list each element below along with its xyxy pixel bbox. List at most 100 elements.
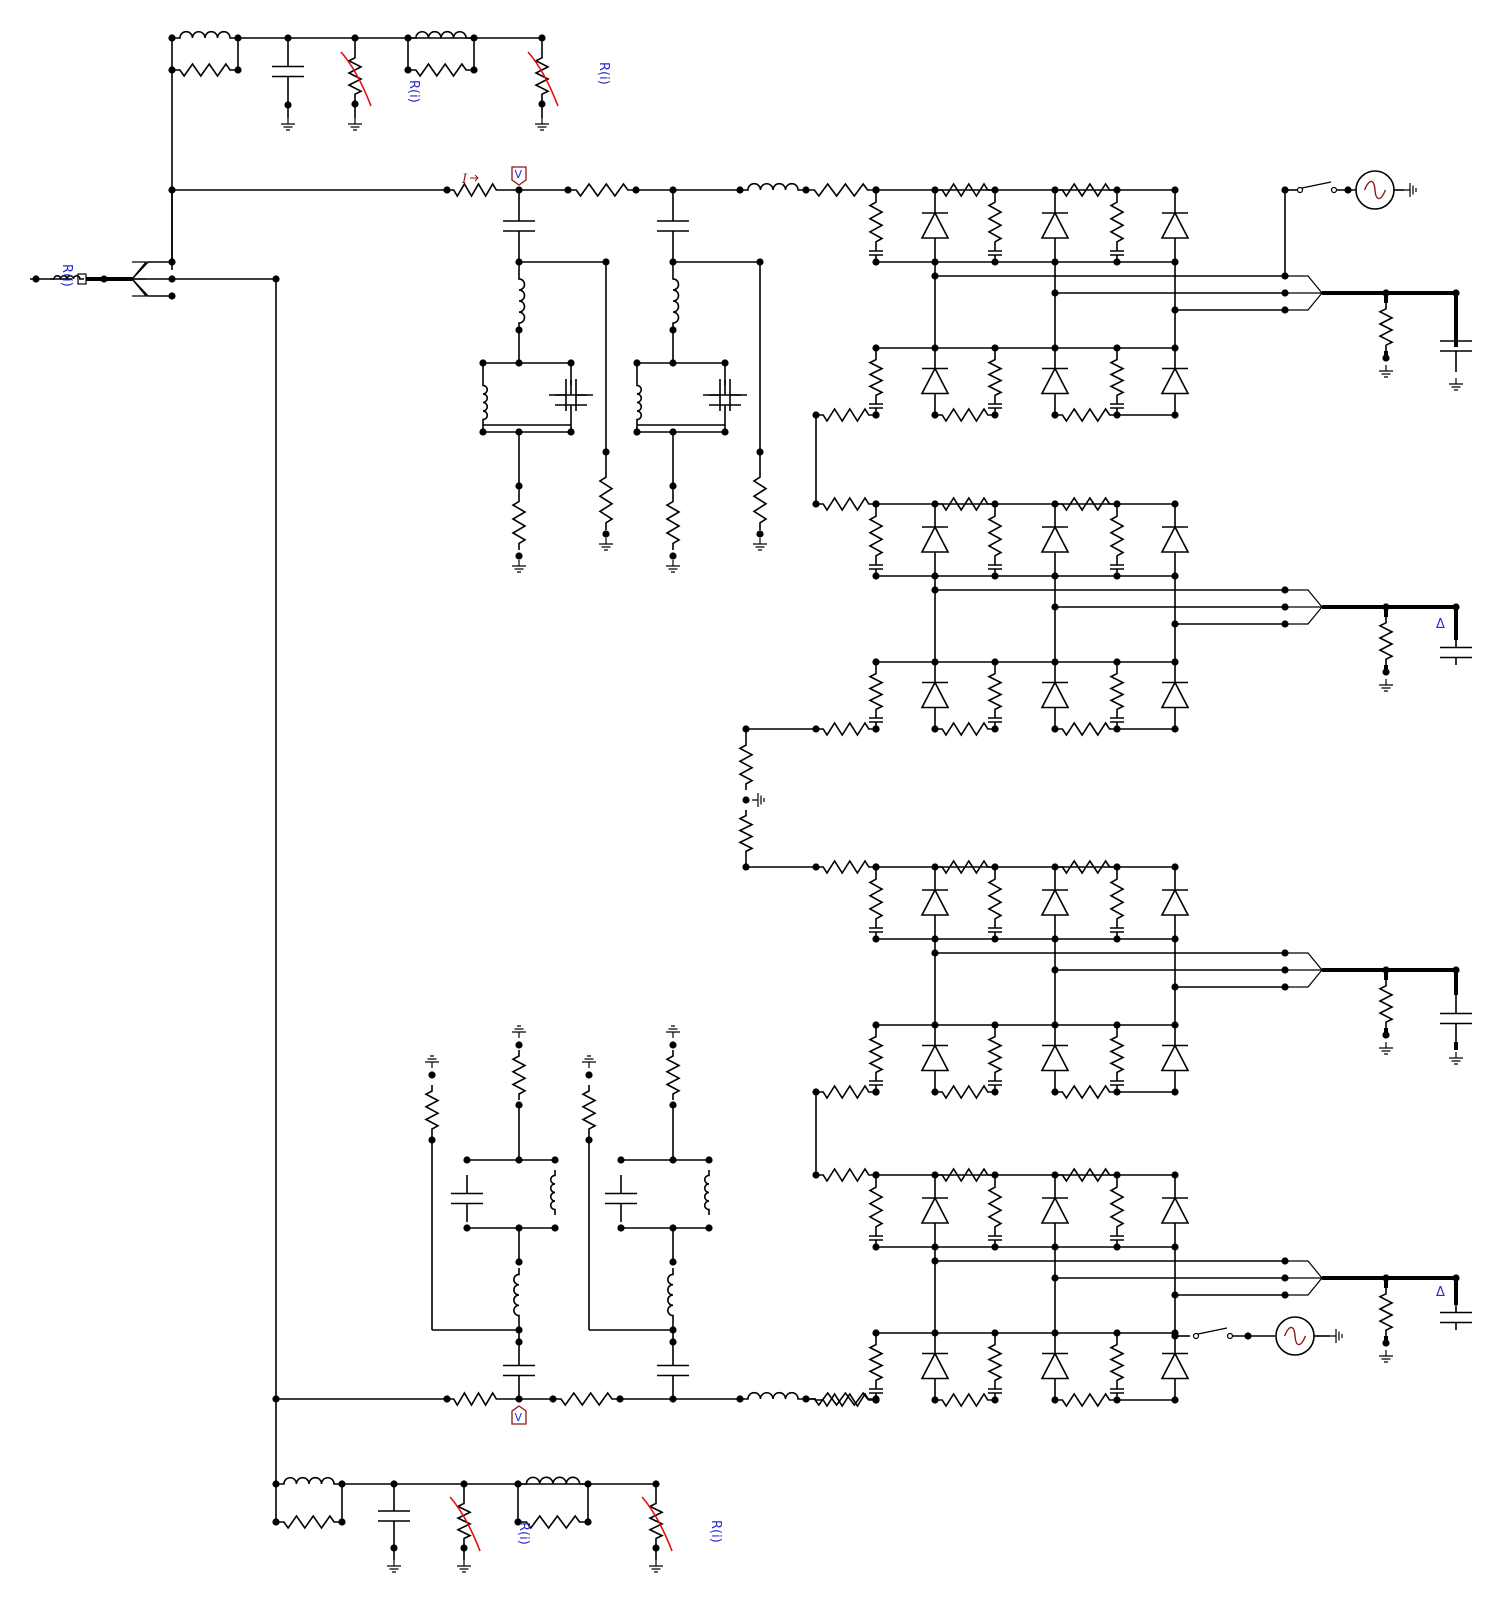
junction-dot <box>551 1156 559 1164</box>
junction-dot <box>1281 306 1289 314</box>
bus-splitter <box>1285 589 1323 625</box>
junction-dot <box>991 1243 999 1251</box>
junction-dot <box>812 863 820 871</box>
junction-dot <box>991 1329 999 1337</box>
diode <box>920 867 950 939</box>
junction-dot <box>736 1395 744 1403</box>
junction-dot <box>1113 258 1121 266</box>
ground-symbol <box>512 560 526 573</box>
junction-dot <box>721 359 729 367</box>
junction-dot <box>1382 966 1390 974</box>
diode <box>1160 662 1190 729</box>
junction-dot <box>168 258 176 266</box>
snubber <box>987 662 1003 729</box>
ground-symbol <box>512 1025 526 1038</box>
junction-dot <box>1113 1171 1121 1179</box>
junction-dot <box>1382 354 1390 362</box>
junction-dot <box>1051 572 1059 580</box>
junction-dot <box>872 1243 880 1251</box>
junction-dot <box>584 1480 592 1488</box>
junction-dot <box>669 1041 677 1049</box>
junction-dot <box>272 1480 280 1488</box>
junction-dot <box>1382 1339 1390 1347</box>
junction-dot <box>991 258 999 266</box>
junction-dot <box>1281 949 1289 957</box>
wire <box>131 261 172 280</box>
snubber <box>1109 348 1125 415</box>
junction-dot <box>991 344 999 352</box>
junction-dot <box>931 725 939 733</box>
junction-dot <box>872 500 880 508</box>
junction-dot <box>1113 725 1121 733</box>
junction-dot <box>802 1395 810 1403</box>
junction-dot <box>1113 344 1121 352</box>
inductor <box>667 1268 674 1322</box>
inductor <box>513 1268 520 1322</box>
junction-dot <box>1051 603 1059 611</box>
junction-dot <box>872 186 880 194</box>
junction-dot <box>567 428 575 436</box>
junction-dot <box>756 448 764 456</box>
junction-dot <box>991 658 999 666</box>
junction-dot <box>872 1171 880 1179</box>
junction-dot <box>514 1480 522 1488</box>
junction-dot <box>1113 186 1121 194</box>
label-nonlinear_resistor: R(i) <box>516 1522 531 1545</box>
junction-dot <box>1051 1329 1059 1337</box>
junction-dot <box>602 258 610 266</box>
junction-dot <box>1171 1291 1179 1299</box>
snubber <box>868 348 884 415</box>
junction-dot <box>1113 658 1121 666</box>
junction-dot <box>1382 603 1390 611</box>
ground-symbol <box>1330 1329 1343 1343</box>
resistor <box>424 1085 440 1135</box>
junction-dot <box>1382 289 1390 297</box>
junction-dot <box>872 1021 880 1029</box>
junction-dot <box>931 272 939 280</box>
snubber <box>868 1175 884 1247</box>
diode <box>1040 348 1070 415</box>
junction-dot <box>756 258 764 266</box>
junction-dot <box>1051 1088 1059 1096</box>
ac-source <box>1275 1316 1315 1356</box>
inductor <box>740 182 806 191</box>
junction-dot <box>1244 1332 1252 1340</box>
junction-dot <box>32 275 40 283</box>
varistor-mark <box>340 51 372 107</box>
junction-dot <box>1051 344 1059 352</box>
capacitor <box>1440 995 1472 1042</box>
junction-dot <box>460 1544 468 1552</box>
junction-dot <box>652 1544 660 1552</box>
diode <box>1040 1333 1070 1400</box>
junction-dot <box>1051 863 1059 871</box>
current-arrow <box>470 174 479 182</box>
junction-dot <box>669 258 677 266</box>
capacitor <box>657 190 689 262</box>
snubber <box>1109 1025 1125 1092</box>
ground-symbol <box>1449 378 1463 391</box>
junction-dot <box>463 1224 471 1232</box>
junction-dot <box>168 186 176 194</box>
diode <box>1160 1025 1190 1092</box>
junction-dot <box>567 359 575 367</box>
junction-dot <box>669 1395 677 1403</box>
resistor <box>935 859 995 875</box>
diode <box>1160 867 1190 939</box>
wire <box>131 278 172 297</box>
label-current_probe: I <box>461 172 468 187</box>
junction-dot <box>168 275 176 283</box>
capacitor <box>605 1175 637 1222</box>
snubber <box>1109 190 1125 262</box>
junction-dot <box>721 428 729 436</box>
resistor <box>1378 617 1394 665</box>
junction-dot <box>1171 500 1179 508</box>
junction-dot <box>428 1136 436 1144</box>
label-nonlinear_resistor: R(i) <box>59 264 74 287</box>
junction-dot <box>705 1156 713 1164</box>
junction-dot <box>931 1329 939 1337</box>
junction-dot <box>1171 572 1179 580</box>
junction-dot <box>470 66 478 74</box>
resistor <box>816 1167 876 1183</box>
junction-dot <box>515 428 523 436</box>
label-delta: Δ <box>1436 617 1445 632</box>
